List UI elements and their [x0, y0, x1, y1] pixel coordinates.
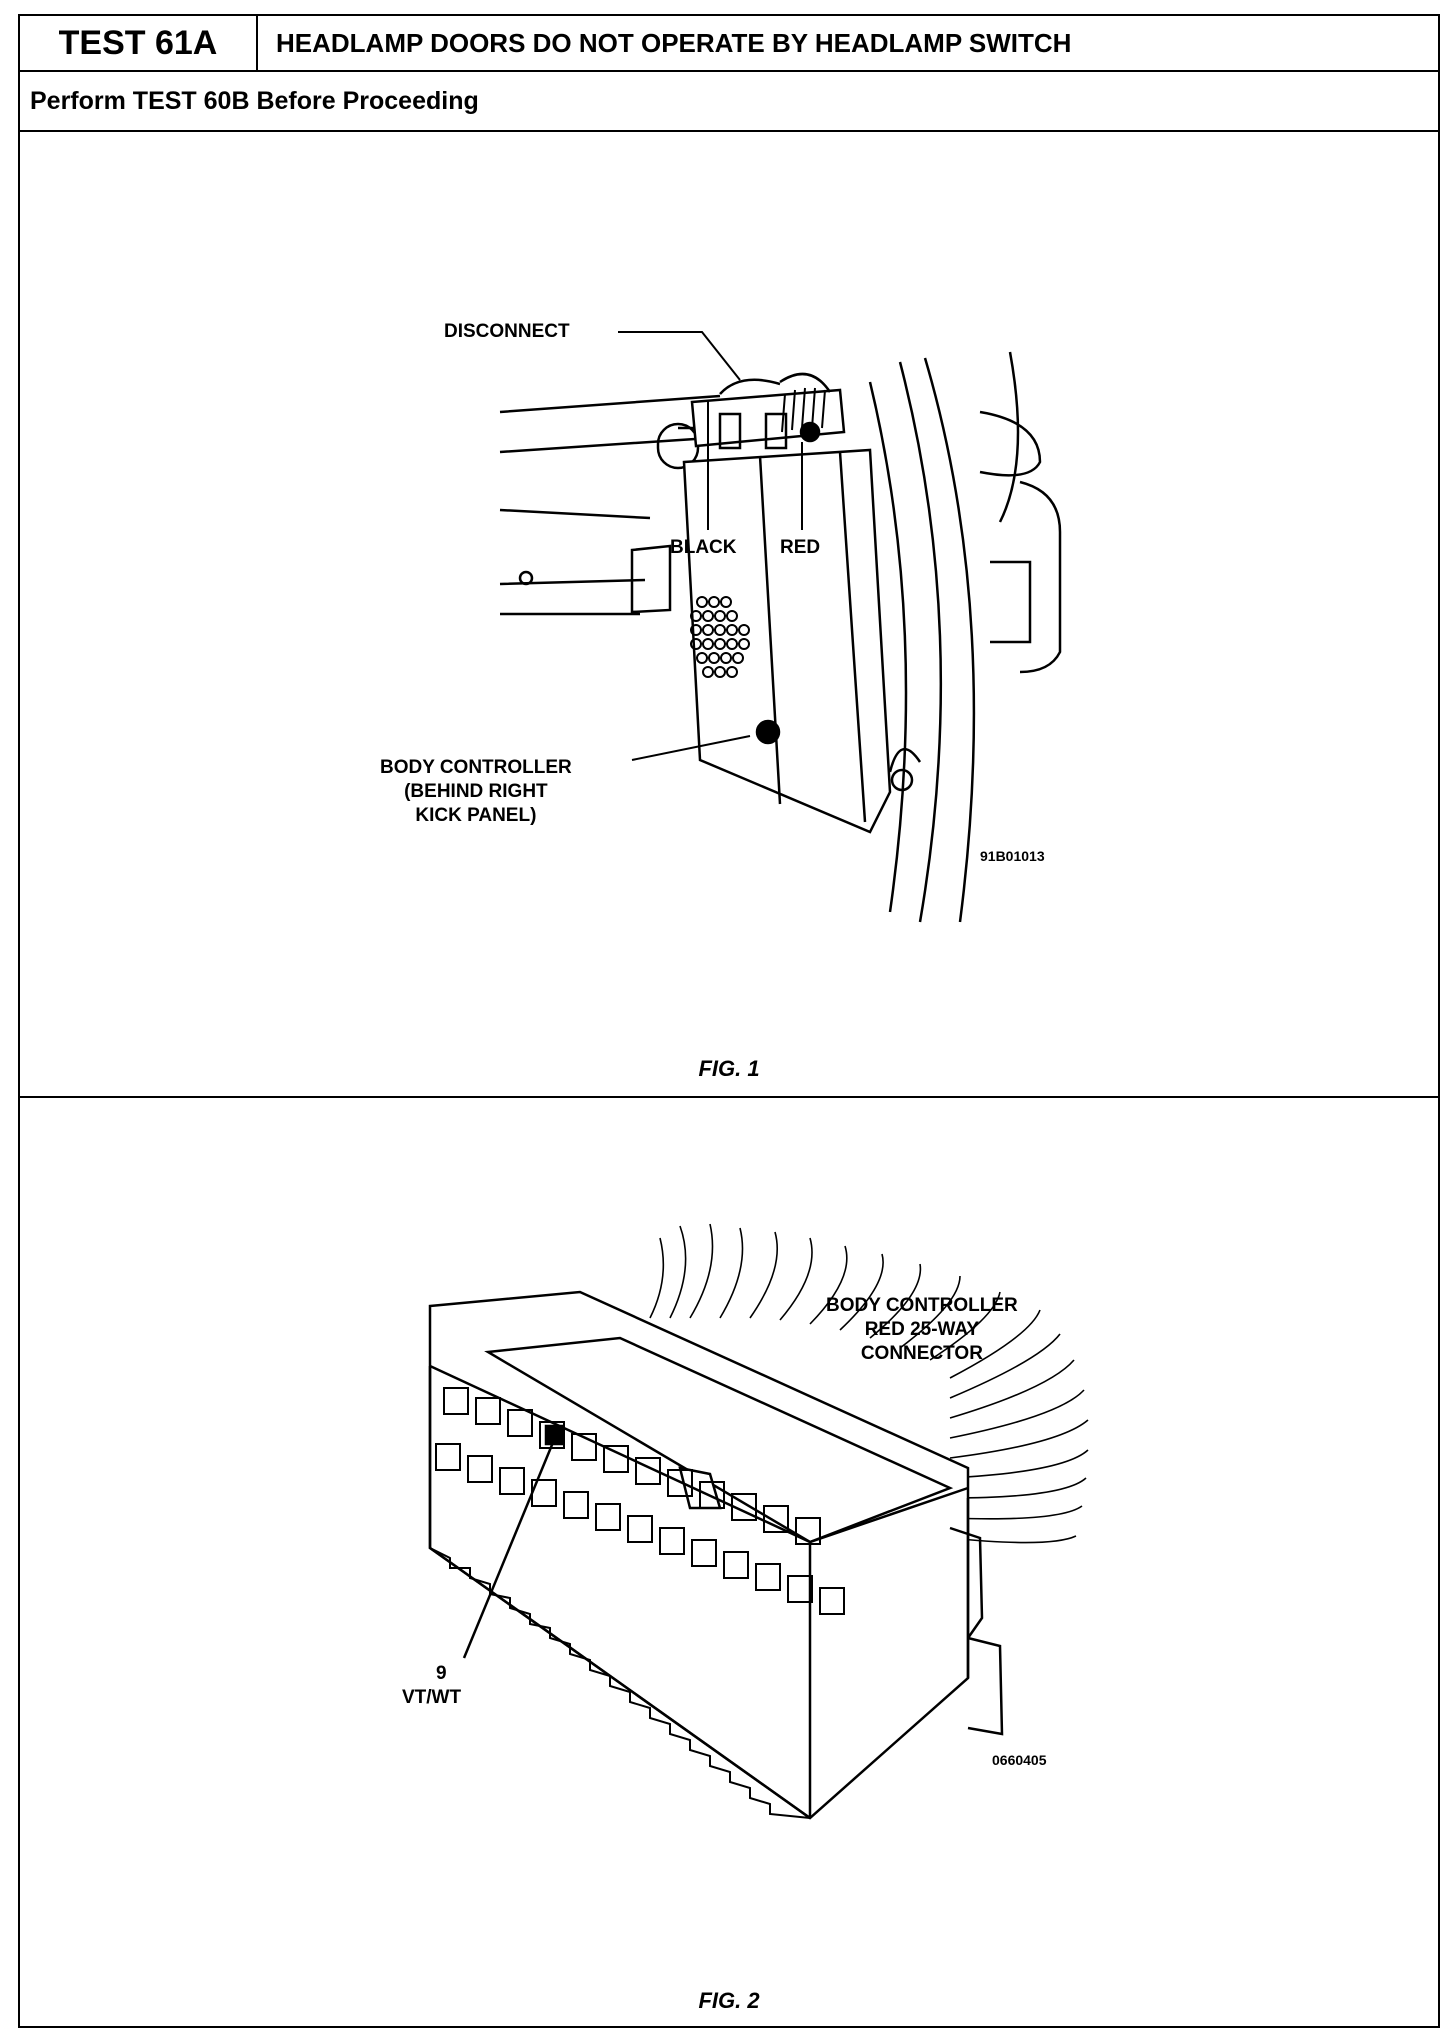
figure-1: DISCONNECT BLACK RED BODY CONTROLLER (BE… — [20, 132, 1438, 1098]
test-page: TEST 61A HEADLAMP DOORS DO NOT OPERATE B… — [18, 14, 1440, 2028]
red-connector-label: RED — [780, 537, 821, 558]
pin-9-number: 9 — [436, 1663, 447, 1684]
figure-2: BODY CONTROLLER RED 25-WAY CONNECTOR 9 V… — [20, 1098, 1438, 2026]
figure-2-caption: FIG. 2 — [698, 1988, 760, 2013]
connector-illustration — [428, 1223, 1089, 1820]
test-header: TEST 61A HEADLAMP DOORS DO NOT OPERATE B… — [20, 16, 1438, 72]
figure-1-code: 91B01013 — [980, 848, 1045, 864]
disconnect-label: DISCONNECT — [444, 321, 570, 342]
test-title: HEADLAMP DOORS DO NOT OPERATE BY HEADLAM… — [276, 27, 1072, 58]
test-id: TEST 61A — [20, 16, 258, 70]
figure-1-caption: FIG. 1 — [698, 1056, 760, 1081]
connector-label: BODY CONTROLLER RED 25-WAY CONNECTOR — [826, 1295, 1018, 1364]
figure-2-code: 0660405 — [992, 1752, 1047, 1768]
body-controller-label: BODY CONTROLLER (BEHIND RIGHT KICK PANEL… — [380, 757, 572, 826]
pin-9-color: VT/WT — [402, 1687, 462, 1708]
body-controller-illustration — [499, 331, 1062, 923]
black-connector-label: BLACK — [670, 537, 737, 558]
prerequisite-note: Perform TEST 60B Before Proceeding — [20, 72, 1438, 132]
